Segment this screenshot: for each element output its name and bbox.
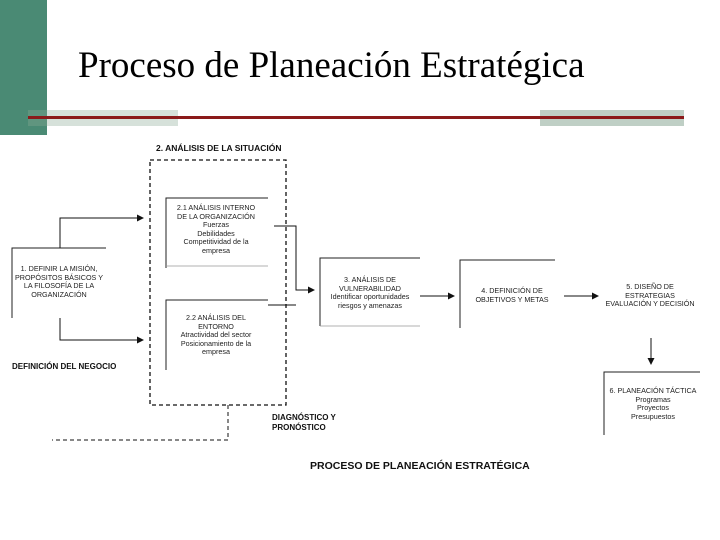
- mission-line: 1. DEFINIR LA MISIÓN,: [20, 264, 98, 273]
- business-definition-label: DEFINICIÓN DEL NEGOCIO: [12, 362, 117, 371]
- environment-line: 2.2 ANÁLISIS DEL: [186, 313, 246, 322]
- environment-label: 2.2 ANÁLISIS DEL ENTORNO Atractividad de…: [168, 313, 264, 357]
- vulnerability-label: 3. ANÁLISIS DE VULNERABILIDAD Identifica…: [322, 275, 418, 310]
- situation-frame: [149, 159, 287, 406]
- strategy-line: EVALUACIÓN Y DECISIÓN: [605, 299, 695, 309]
- tactical-line: Proyectos: [637, 403, 669, 413]
- tactical-line: Presupuestos: [631, 411, 675, 421]
- internal-line: Fuerzas: [203, 220, 229, 230]
- diagnosis-label: DIAGNÓSTICO Y PRONÓSTICO: [272, 413, 336, 433]
- environment-line: Posicionamiento de la: [180, 338, 252, 348]
- diagnosis-line: DIAGNÓSTICO Y: [272, 413, 336, 422]
- vulnerability-line: 3. ANÁLISIS DE: [344, 275, 396, 284]
- environment-line: ENTORNO: [198, 321, 234, 331]
- mission-line: ORGANIZACIÓN: [31, 289, 87, 299]
- title-rule: [28, 116, 684, 119]
- diagram-footer-title: PROCESO DE PLANEACIÓN ESTRATÉGICA: [310, 460, 530, 472]
- arrow-mission-to-environment: [59, 318, 144, 344]
- slide-title: Proceso de Planeación Estratégica: [78, 45, 585, 86]
- internal-line: DE LA ORGANIZACIÓN: [177, 211, 255, 221]
- vulnerability-line: riesgos y amenazas: [338, 300, 402, 310]
- vulnerability-box-border: [319, 257, 420, 326]
- environment-box-border: [165, 299, 268, 370]
- strategy-line: ESTRATEGIAS: [625, 290, 675, 300]
- internal-box-border: [165, 197, 268, 268]
- strategy-line: 5. DISEÑO DE: [626, 282, 674, 291]
- internal-line: 2.1 ANÁLISIS INTERNO: [176, 203, 256, 212]
- environment-line: empresa: [202, 347, 230, 357]
- diagnosis-line: PRONÓSTICO: [272, 423, 326, 432]
- mission-box-border: [11, 247, 106, 318]
- internal-label: 2.1 ANÁLISIS INTERNO DE LA ORGANIZACIÓN …: [168, 203, 264, 256]
- situation-heading: 2. ANÁLISIS DE LA SITUACIÓN: [156, 143, 282, 153]
- dashed-feedback-line: [52, 405, 229, 441]
- vulnerability-line: Identificar oportunidades: [330, 292, 410, 302]
- strategy-label: 5. DISEÑO DE ESTRATEGIAS EVALUACIÓN Y DE…: [598, 282, 702, 309]
- mission-label: 1. DEFINIR LA MISIÓN, PROPÓSITOS BÁSICOS…: [14, 264, 104, 299]
- mission-line: LA FILOSOFÍA DE LA: [23, 281, 95, 291]
- tactical-line: 6. PLANEACIÓN TÁCTICA: [609, 386, 697, 395]
- arrow-internal-to-vulnerability: [274, 225, 315, 294]
- objectives-line: 4. DEFINICIÓN DE: [481, 286, 543, 295]
- vulnerability-line: VULNERABILIDAD: [339, 283, 401, 293]
- internal-line: empresa: [202, 245, 230, 255]
- internal-line: Competitividad de la: [183, 237, 249, 247]
- arrow-mission-to-internal: [59, 214, 144, 248]
- accent-block: [0, 0, 47, 135]
- environment-line: Atractividad del sector: [180, 330, 252, 340]
- objectives-line: OBJETIVOS Y METAS: [475, 294, 549, 304]
- mission-line: PROPÓSITOS BÁSICOS Y: [14, 272, 103, 282]
- objectives-label: 4. DEFINICIÓN DE OBJETIVOS Y METAS: [462, 286, 562, 304]
- objectives-box-border: [459, 259, 555, 328]
- tactical-box-border: [603, 371, 700, 435]
- tactical-label: 6. PLANEACIÓN TÁCTICA Programas Proyecto…: [602, 386, 704, 421]
- tactical-line: Programas: [635, 394, 671, 404]
- internal-line: Debilidades: [197, 228, 235, 238]
